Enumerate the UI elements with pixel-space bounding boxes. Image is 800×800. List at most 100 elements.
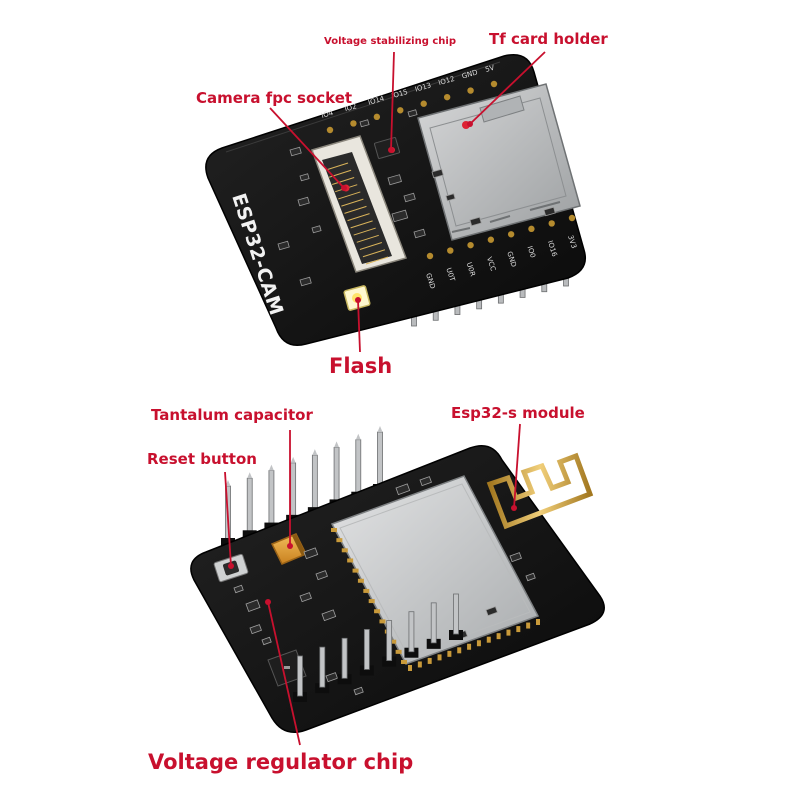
pin-label: 3V3 (566, 234, 578, 250)
header-pin (319, 646, 326, 688)
pin-pad (447, 247, 454, 254)
bottom-smd-components (233, 476, 536, 696)
leader-flash (357, 299, 361, 353)
castellation (408, 665, 412, 671)
tf-card-holder (417, 83, 581, 241)
castellation (395, 649, 402, 654)
castellation (457, 647, 462, 654)
smd-part (325, 672, 338, 683)
pin-label: IO2 (344, 102, 358, 113)
pin-pad (487, 236, 495, 243)
castellation (341, 548, 348, 553)
pcb-antenna (486, 452, 594, 530)
smd-part (261, 636, 272, 646)
bottom-pin-pads (426, 214, 576, 260)
leader-dots (228, 121, 517, 605)
label-flash: Flash (329, 354, 393, 378)
top-board-edge-highlight (225, 61, 501, 153)
smd-part (277, 240, 290, 251)
pin-spacer (337, 674, 352, 685)
castellation (526, 622, 531, 629)
pin-tip (247, 472, 253, 479)
pin-pad (568, 214, 576, 222)
smd-part (485, 606, 498, 617)
smd-part (249, 624, 262, 635)
fpc-contact (347, 213, 370, 222)
bottom-board-lower-pins (293, 593, 463, 702)
voltage-regulator-chip (267, 649, 307, 687)
smd-part (299, 276, 312, 287)
header-pin (297, 655, 303, 697)
castellation (352, 568, 359, 573)
fpc-contact (365, 256, 389, 265)
pin-tip (377, 426, 383, 432)
label-voltage-regulator-chip: Voltage regulator chip (148, 750, 414, 774)
leader-tf-card-holder (469, 51, 546, 125)
pin-spacer (382, 656, 397, 667)
pin-spacer (359, 665, 374, 676)
fpc-contact (356, 234, 379, 243)
esp32s-module-shield (330, 475, 540, 671)
smd-part (419, 476, 432, 487)
pin-tip (268, 464, 274, 471)
header-pin (430, 602, 437, 644)
leader-voltage-stabilizing-chip (390, 51, 395, 151)
pin-tip (225, 480, 231, 486)
label-tf-card-holder: Tf card holder (489, 30, 608, 48)
pin-label: 5V (484, 64, 495, 74)
fpc-contact (362, 249, 386, 258)
castellation (336, 538, 343, 543)
castellation (427, 657, 432, 664)
label-camera-fpc-socket: Camera fpc socket (196, 89, 353, 107)
pin-tip (355, 433, 361, 440)
pin-pad (443, 93, 451, 101)
leader-voltage-regulator-chip (267, 601, 301, 746)
castellation (536, 619, 540, 625)
pin-spacer (315, 683, 330, 694)
smd-part (509, 552, 522, 563)
castellation (357, 578, 364, 583)
fpc-contact (353, 227, 376, 236)
smd-part (321, 609, 337, 622)
castellation (496, 633, 501, 640)
smd-part (469, 216, 482, 227)
smd-part (289, 146, 302, 157)
smd-part (543, 206, 556, 217)
smd-part (431, 168, 444, 179)
castellation (467, 643, 472, 650)
pin-pad (326, 126, 334, 134)
fpc-contact (341, 198, 364, 207)
castellation (447, 650, 452, 657)
pin-tip (334, 441, 340, 448)
fpc-contact (359, 242, 382, 251)
pin-pad (528, 225, 535, 233)
smd-part (299, 173, 310, 182)
castellation (368, 599, 375, 604)
pin-label: IO0 (526, 245, 537, 259)
leader-lines (224, 51, 546, 746)
header-pin (386, 620, 393, 661)
fpc-contact (338, 191, 361, 200)
smd-part (407, 109, 418, 118)
pin-pad (373, 113, 381, 121)
castellation (379, 619, 386, 624)
smd-part (359, 119, 370, 128)
pin-spacer (293, 692, 307, 702)
castellation (486, 636, 491, 643)
smd-part (387, 174, 402, 186)
pin-pad (397, 107, 404, 114)
fpc-contact (350, 220, 373, 229)
castellation (516, 626, 521, 633)
smd-part (353, 686, 364, 696)
smd-part (299, 592, 312, 603)
smd-part (403, 192, 416, 203)
smd-part (315, 570, 328, 581)
pin-label: IO4 (320, 109, 334, 120)
pin-pad (350, 120, 357, 127)
fpc-contacts (325, 162, 389, 265)
bottom-board (190, 426, 605, 733)
fpc-contact (332, 176, 355, 185)
header-pin (408, 611, 415, 653)
